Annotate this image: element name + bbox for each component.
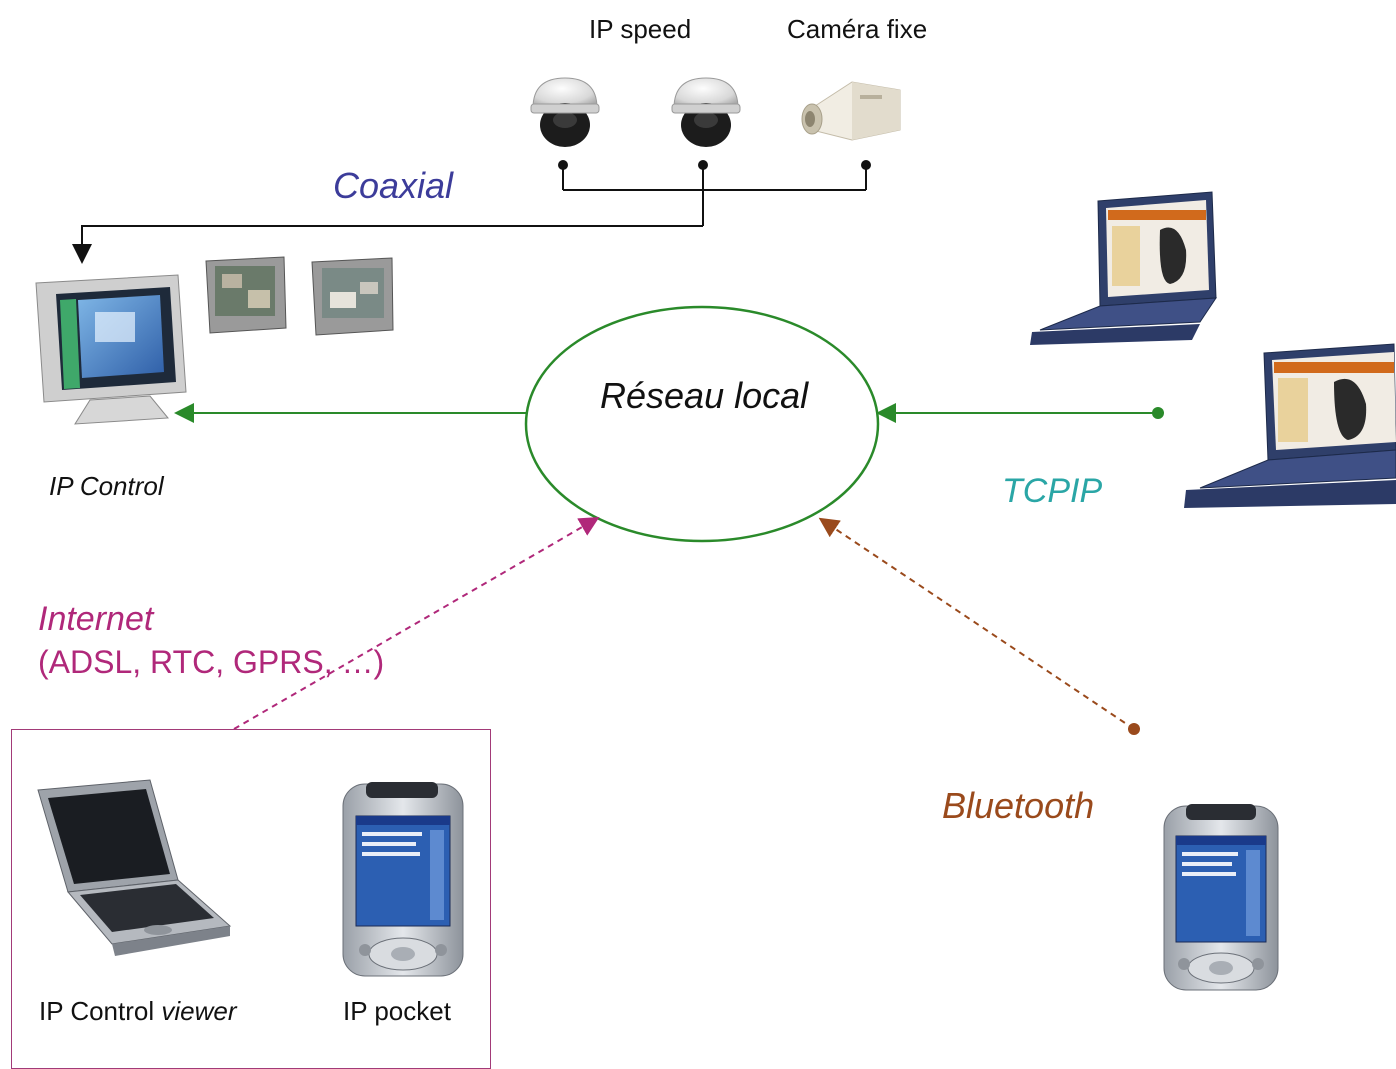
ip-control-viewer-prefix: IP Control: [39, 996, 162, 1026]
dome-camera-icon: [530, 77, 600, 147]
bluetooth-label: Bluetooth: [942, 785, 1095, 826]
internet-detail-label: (ADSL, RTC, GPRS, …): [38, 644, 385, 680]
laptop-icon: [1030, 191, 1217, 345]
coaxial-bus: [72, 165, 867, 264]
ip-control-label: IP Control: [49, 471, 164, 501]
crt-monitor-icon: [311, 257, 394, 336]
ip-speed-label: IP speed: [589, 14, 692, 44]
crt-monitor-icon: [205, 256, 287, 334]
dome-camera-icon: [671, 77, 741, 147]
monitor-icon: [35, 274, 187, 425]
coaxial-label: Coaxial: [333, 165, 454, 206]
fixed-camera-icon: [801, 81, 901, 141]
laptop-icon: [37, 779, 232, 956]
internet-label: Internet: [38, 600, 154, 638]
laptop-icon: [1184, 343, 1396, 508]
pda-icon: [342, 782, 464, 977]
ip-control-viewer-suffix: viewer: [161, 996, 237, 1026]
internet-link: [233, 516, 600, 730]
tcpip-label: TCPIP: [1002, 472, 1103, 510]
ip-pocket-label: IP pocket: [343, 996, 451, 1026]
bluetooth-link: [818, 517, 1135, 730]
pda-icon: [1163, 804, 1279, 991]
ip-control-viewer-label: IP Control viewer: [39, 998, 237, 1024]
local-network-ellipse: [524, 305, 880, 543]
camera-fixe-label: Caméra fixe: [787, 14, 928, 44]
reseau-local-label: Réseau local: [600, 375, 809, 416]
